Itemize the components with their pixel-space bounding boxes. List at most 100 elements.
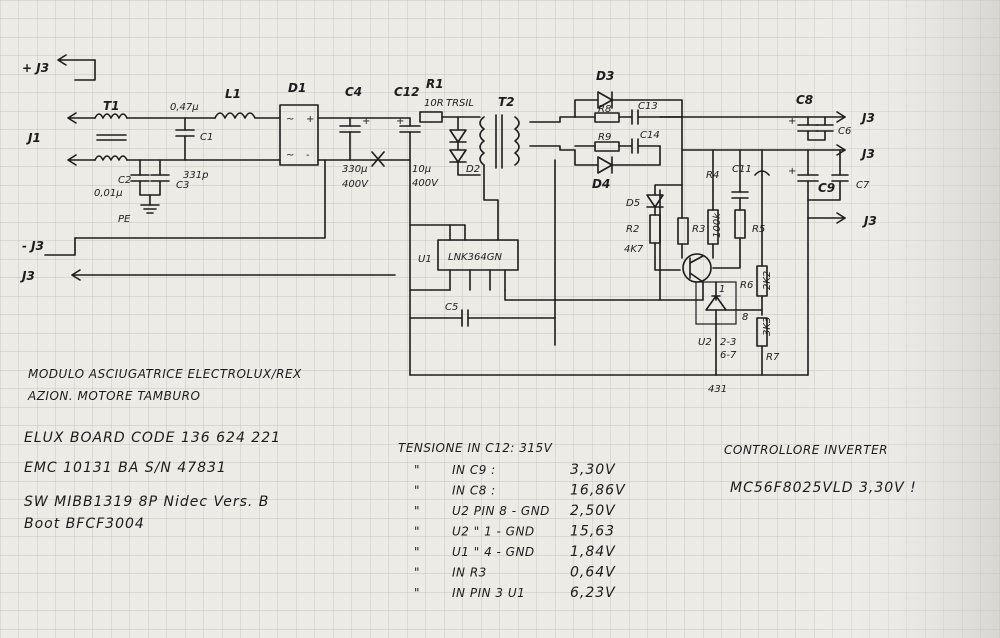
measure-value: 1,84V bbox=[570, 544, 616, 560]
trsil-label: TRSIL bbox=[446, 98, 474, 109]
c12-label: C12 bbox=[394, 85, 420, 99]
controller-title: CONTROLLORE INVERTER bbox=[724, 443, 888, 457]
measure-label: U1 " 4 - GND bbox=[452, 545, 535, 559]
c5-label: C5 bbox=[445, 302, 458, 313]
r1-value: 10R bbox=[424, 98, 444, 109]
svg-text:~: ~ bbox=[286, 150, 294, 161]
connector-j3-out2-label: J3 bbox=[860, 147, 875, 161]
svg-text:+: + bbox=[396, 116, 404, 127]
c6-label: C6 bbox=[838, 126, 851, 137]
d5-label: D5 bbox=[626, 198, 640, 209]
note-sw: SW MIBB1319 8P Nidec Vers. B bbox=[24, 494, 269, 510]
connector-j3-minus-label: - J3 bbox=[22, 239, 44, 253]
measure-value: 15,63 bbox=[570, 524, 615, 540]
u2-pin1: 1 bbox=[719, 284, 725, 295]
connector-j1-label: J1 bbox=[26, 131, 41, 145]
measure-value: 16,86V bbox=[570, 483, 626, 499]
controller-value: MC56F8025VLD 3,30V ! bbox=[730, 480, 917, 496]
u1-chip bbox=[437, 239, 519, 271]
svg-text:+: + bbox=[306, 114, 314, 125]
t1-label: T1 bbox=[103, 99, 120, 113]
c13-label: C13 bbox=[638, 101, 658, 112]
c12-value-2: 400V bbox=[412, 178, 439, 189]
measure-value: 2,50V bbox=[570, 503, 616, 519]
measure-label: IN PIN 3 U1 bbox=[452, 586, 525, 600]
d1-label: D1 bbox=[288, 81, 306, 95]
measure-title: TENSIONE IN C12: 315V bbox=[398, 441, 553, 455]
svg-text:+: + bbox=[788, 166, 796, 177]
measure-value: 6,23V bbox=[570, 585, 616, 601]
note-module: MODULO ASCIUGATRICE ELECTROLUX/REX bbox=[28, 367, 302, 381]
c4-value-2: 400V bbox=[342, 179, 369, 190]
r6-value: 2K2 bbox=[762, 271, 773, 290]
r5-label: R5 bbox=[752, 224, 765, 235]
primary-section: C12 + 10µ 400V R1 10R TRSIL D2 T2 LNK364… bbox=[394, 77, 809, 376]
d2-label: D2 bbox=[466, 164, 480, 175]
u2-pins-b: 6-7 bbox=[720, 350, 737, 361]
pe-label: PE bbox=[118, 214, 131, 225]
r2-value: 4K7 bbox=[624, 244, 644, 255]
u1-label: U1 bbox=[418, 254, 432, 265]
measure-value: 3,30V bbox=[570, 462, 616, 478]
measure-mark: " bbox=[414, 545, 420, 559]
measure-mark: " bbox=[414, 566, 420, 580]
svg-text:~: ~ bbox=[286, 114, 294, 125]
measurements-block: TENSIONE IN C12: 315V " IN C9 : 3,30V " IN C… bbox=[398, 441, 626, 601]
u2-pin8: 8 bbox=[742, 312, 748, 323]
input-section: + J3 J1 T1 0,47µ C1 C2 0,01µ C3 bbox=[20, 54, 411, 283]
measure-mark: " bbox=[414, 586, 420, 600]
u2-part: 431 bbox=[708, 384, 727, 395]
measure-label: U2 " 1 - GND bbox=[452, 525, 535, 539]
measure-mark: " bbox=[414, 504, 420, 518]
connector-j3-plus-label: + J3 bbox=[22, 61, 49, 75]
svg-text:+: + bbox=[788, 116, 796, 127]
note-boot: Boot BFCF3004 bbox=[24, 516, 145, 532]
notes-block: MODULO ASCIUGATRICE ELECTROLUX/REX AZION… bbox=[24, 367, 917, 532]
r7-value: 3K3 bbox=[762, 317, 773, 336]
c3-value: 331p bbox=[183, 170, 208, 181]
r6-label: R6 bbox=[740, 280, 753, 291]
r2-label: R2 bbox=[626, 224, 639, 235]
r3-label: R3 bbox=[692, 224, 705, 235]
c9-label: C9 bbox=[818, 181, 835, 195]
l1-label: L1 bbox=[225, 87, 241, 101]
d3-label: D3 bbox=[596, 69, 614, 83]
r8-label: R8 bbox=[598, 104, 611, 115]
c1-label: C1 bbox=[200, 132, 213, 143]
c4-label: C4 bbox=[345, 85, 362, 99]
c11-label: C11 bbox=[732, 164, 752, 175]
c2-value: 0,01µ bbox=[94, 188, 123, 199]
c2-label: C2 bbox=[118, 175, 131, 186]
c4-value-1: 330µ bbox=[342, 164, 367, 175]
u1-part: LNK364GN bbox=[448, 252, 502, 263]
c12-value-1: 10µ bbox=[412, 164, 431, 175]
measure-label: U2 PIN 8 - GND bbox=[452, 504, 550, 518]
measure-mark: " bbox=[414, 463, 420, 477]
t2-label: T2 bbox=[498, 95, 515, 109]
secondary-section: D3 R8 C13 R9 C14 D4 J3 J3 J3 C8 + C bbox=[574, 69, 877, 395]
note-board-code: ELUX BOARD CODE 136 624 221 bbox=[24, 430, 281, 446]
r1-label: R1 bbox=[426, 77, 444, 91]
measure-mark: " bbox=[414, 525, 420, 539]
note-emc: EMC 10131 BA S/N 47831 bbox=[24, 460, 227, 476]
connector-j3-out3-label: J3 bbox=[862, 214, 877, 228]
r4-value: 100k bbox=[712, 212, 723, 238]
svg-text:-: - bbox=[306, 150, 310, 161]
measure-label: IN C9 : bbox=[452, 463, 496, 477]
measure-label: IN C8 : bbox=[452, 484, 496, 498]
u2-label: U2 bbox=[698, 337, 712, 348]
c7-label: C7 bbox=[856, 180, 870, 191]
svg-text:+: + bbox=[362, 116, 370, 127]
measure-value: 0,64V bbox=[570, 565, 616, 581]
connector-j3-out1-label: J3 bbox=[860, 111, 875, 125]
c1-value: 0,47µ bbox=[170, 102, 199, 113]
c8-label: C8 bbox=[796, 93, 813, 107]
d4-label: D4 bbox=[592, 177, 610, 191]
note-drive: AZION. MOTORE TAMBURO bbox=[27, 389, 200, 403]
measure-mark: " bbox=[414, 484, 420, 498]
c14-label: C14 bbox=[640, 130, 660, 141]
r9-label: R9 bbox=[598, 132, 611, 143]
r7-label: R7 bbox=[766, 352, 780, 363]
c3-label: C3 bbox=[176, 180, 189, 191]
